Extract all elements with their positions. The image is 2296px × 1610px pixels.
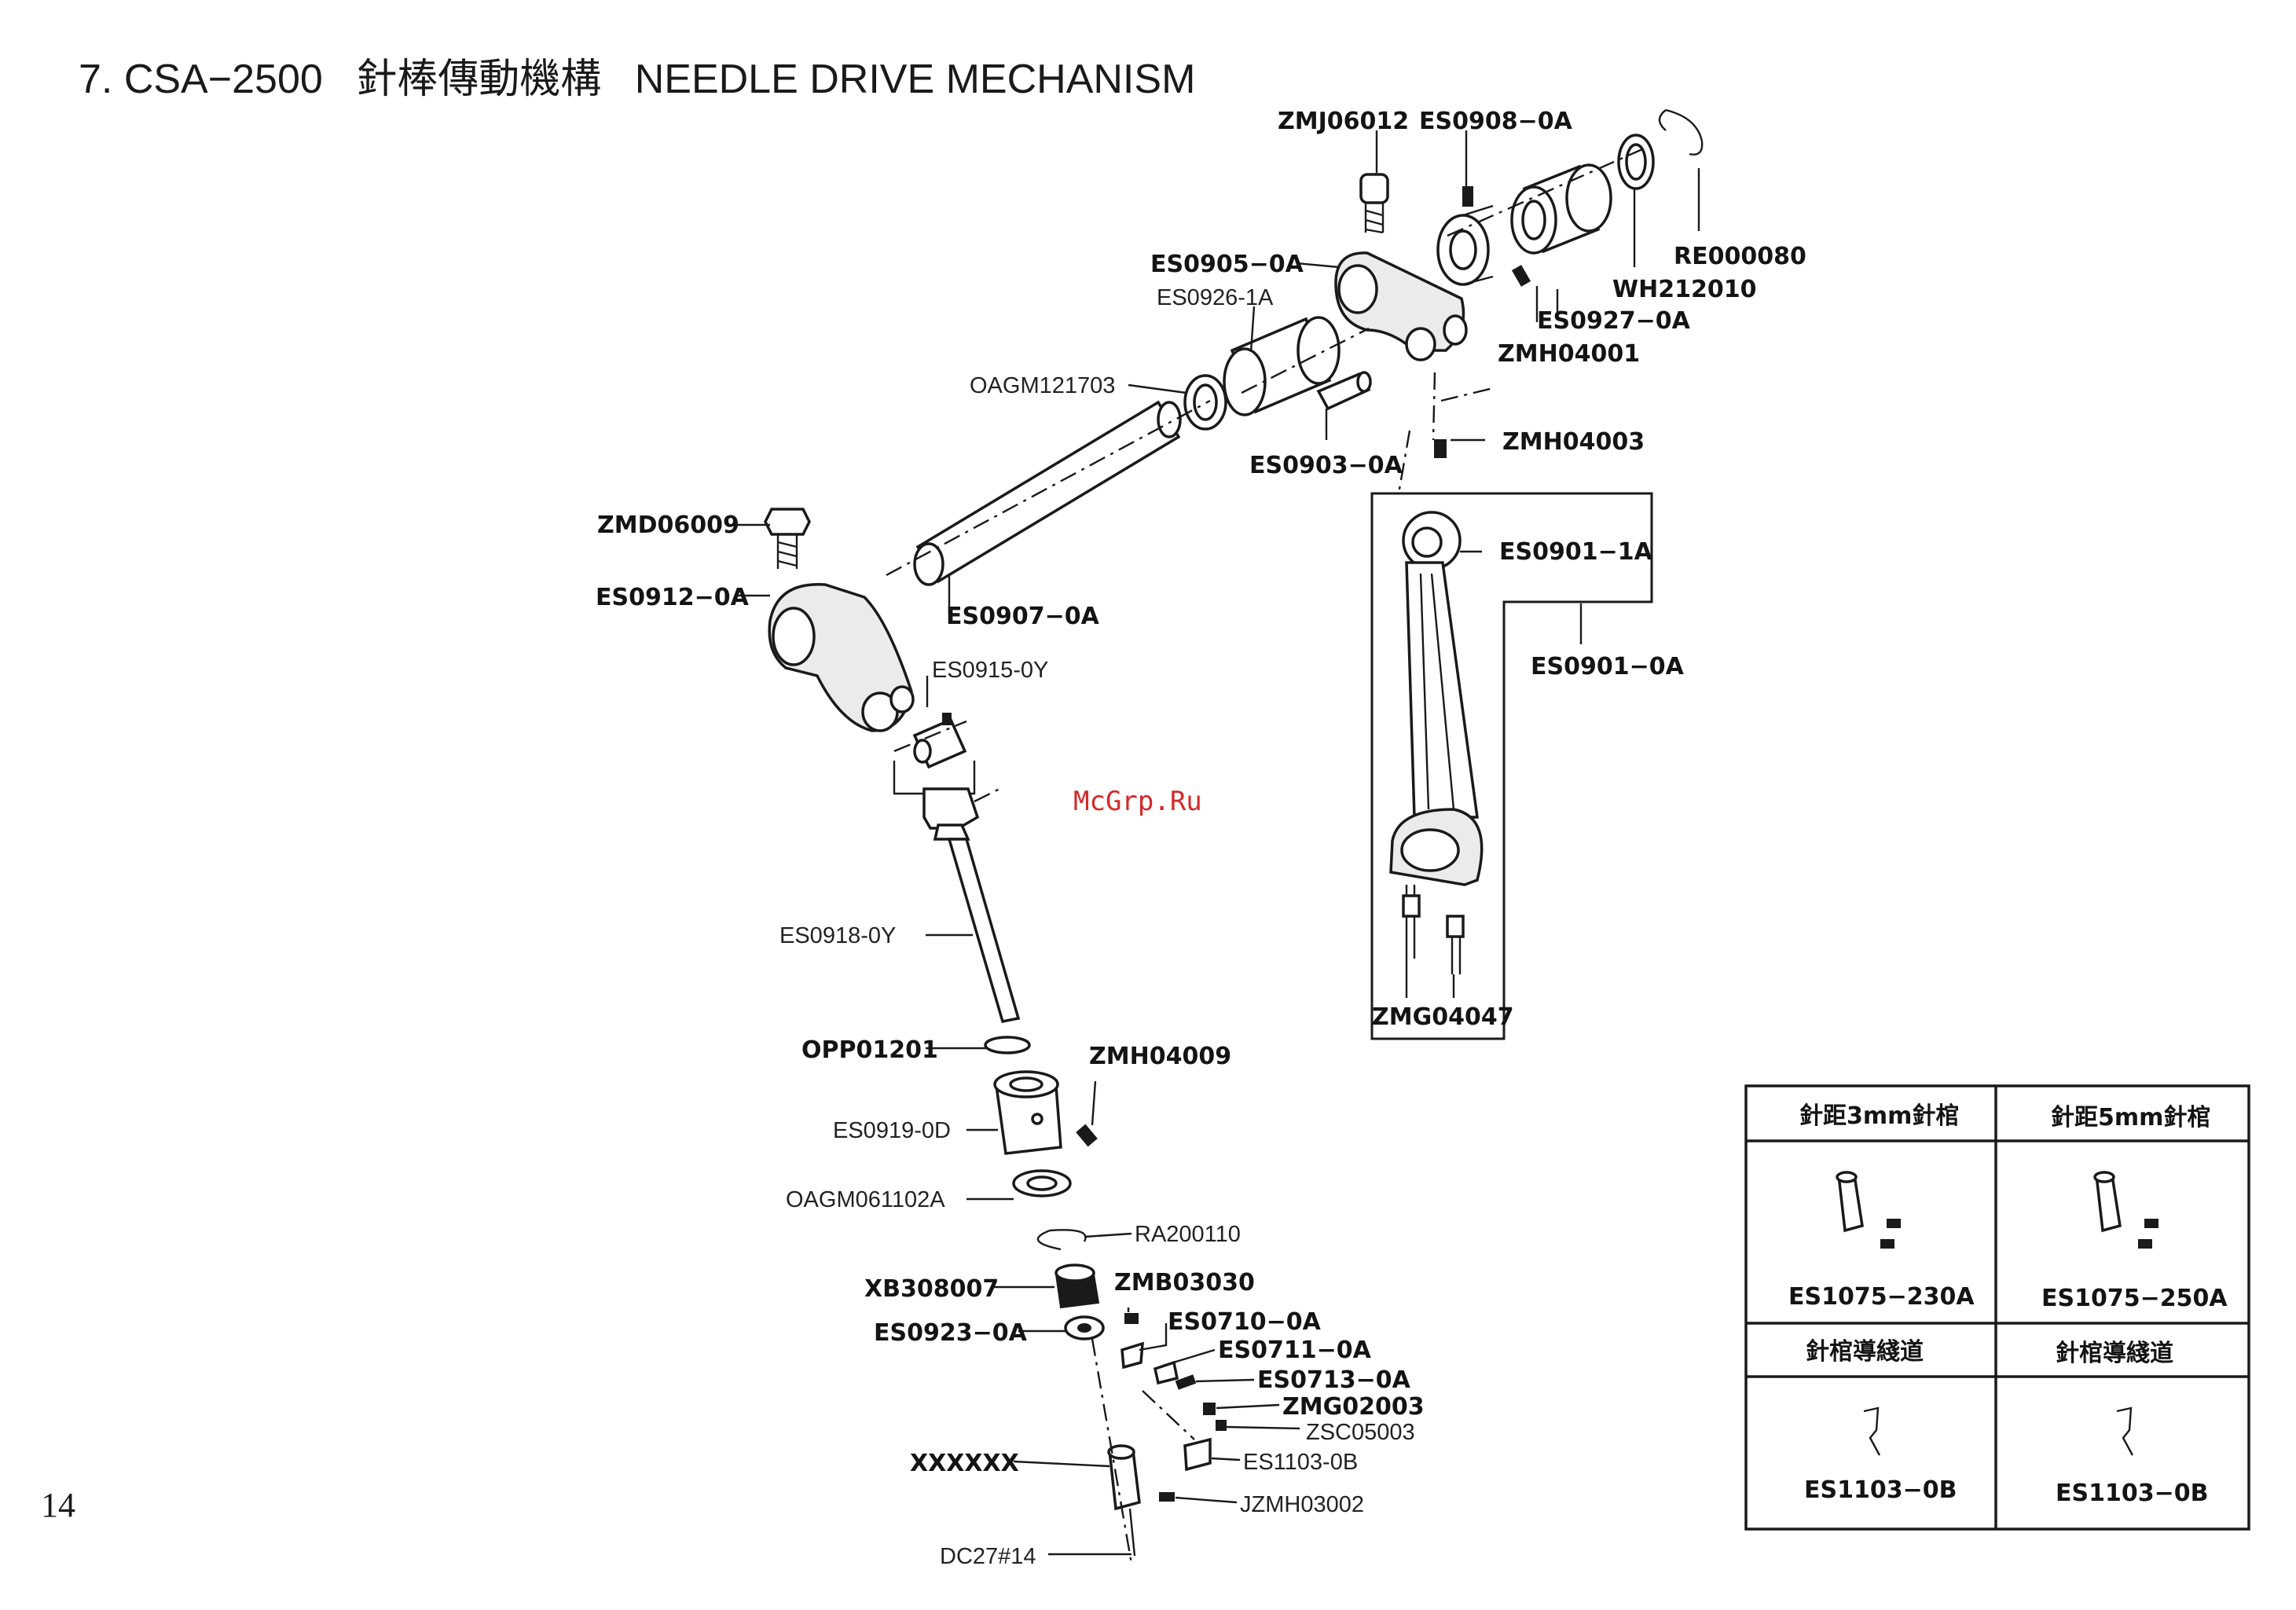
- ring-re000080-drawing: [1658, 108, 1704, 156]
- label-es0923: ES0923−0A: [874, 1319, 1028, 1347]
- label-es0926: ES0926-1A: [1157, 285, 1274, 310]
- label-oagm121703: OAGM121703: [970, 373, 1115, 398]
- table-subheader-right: 針棺導綫道: [2056, 1340, 2173, 1367]
- label-es0919: ES0919-0D: [833, 1118, 951, 1143]
- label-xxxxxx: XXXXXX: [910, 1450, 1019, 1477]
- table-subheader-left: 針棺導綫道: [1806, 1338, 1924, 1366]
- label-zmh04009: ZMH04009: [1089, 1043, 1231, 1070]
- leader-lines: [737, 130, 1700, 1556]
- label-es0915: ES0915-0Y: [932, 658, 1048, 683]
- label-es0908: ES0908−0A: [1419, 108, 1573, 135]
- pin-es0903-drawing: [1316, 371, 1372, 411]
- option-table: 針距3mm針棺 針距5mm針棺 ES1075−230A ES1075−250A …: [1744, 1084, 2250, 1531]
- label-es0927: ES0927−0A: [1537, 307, 1691, 335]
- guide-es1103-drawing: [1183, 1437, 1212, 1472]
- label-zmh04003: ZMH04003: [1502, 428, 1645, 456]
- table-guide-right: ES1103−0B: [2056, 1480, 2208, 1507]
- needle-bar-es0918-drawing: [922, 787, 1021, 1024]
- bushing-es0927-drawing: [1510, 163, 1612, 255]
- collar-es0908-drawing: [1436, 186, 1494, 286]
- table-part-230a: ES1075−230A: [1788, 1283, 1975, 1311]
- label-es0912: ES0912−0A: [596, 584, 750, 611]
- table-guide-left: ES1103−0B: [1804, 1476, 1957, 1504]
- label-es1103: ES1103-0B: [1243, 1450, 1358, 1475]
- label-wh212010: WH212010: [1612, 276, 1756, 303]
- label-jzmh03002: JZMH03002: [1240, 1492, 1364, 1517]
- title-chinese: 針棒傳動機構: [356, 57, 602, 102]
- crank-es0905-drawing: [1334, 251, 1468, 361]
- label-es0907: ES0907−0A: [946, 603, 1100, 630]
- label-zmg04047: ZMG04047: [1372, 1003, 1514, 1031]
- connecting-rod-es0901-drawing: [1389, 439, 1484, 974]
- label-zmg02003: ZMG02003: [1282, 1393, 1425, 1421]
- ring-ra200110-drawing: [1036, 1229, 1087, 1251]
- table-part-250a: ES1075−250A: [2041, 1285, 2228, 1312]
- assembly-frame-es0901: [1370, 492, 1653, 1040]
- label-es0711: ES0711−0A: [1218, 1337, 1372, 1364]
- sleeve-es0926-drawing: [1223, 316, 1341, 416]
- model-number: 7. CSA−2500: [79, 57, 323, 102]
- label-zsc05003: ZSC05003: [1306, 1420, 1415, 1445]
- link-es0915-drawing: [912, 713, 967, 769]
- table-header-5mm: 針距5mm針棺: [2051, 1104, 2210, 1131]
- clamp-250a-drawing: [2093, 1171, 2158, 1249]
- label-ra200110: RA200110: [1135, 1222, 1241, 1247]
- screw-zmj06012-drawing: [1359, 173, 1389, 234]
- label-zmd06009: ZMD06009: [597, 512, 739, 539]
- label-es0918: ES0918-0Y: [779, 923, 896, 948]
- label-es0710: ES0710−0A: [1168, 1308, 1322, 1336]
- label-zmb03030: ZMB03030: [1114, 1269, 1255, 1296]
- shaft-es0907-drawing: [913, 400, 1182, 586]
- label-es0901-0a: ES0901−0A: [1531, 653, 1685, 680]
- crank-es0912-drawing: [768, 582, 915, 732]
- page-number: 14: [41, 1486, 75, 1524]
- label-opp01201: OPP01201: [801, 1036, 938, 1064]
- bolt-zmd06009-drawing: [764, 508, 811, 569]
- guide-right-drawing: [2116, 1406, 2134, 1456]
- table-header-3mm: 針距3mm針棺: [1799, 1102, 1959, 1130]
- label-es0903: ES0903−0A: [1249, 452, 1403, 479]
- label-xb308007: XB308007: [864, 1275, 999, 1303]
- label-re000080: RE000080: [1674, 243, 1806, 270]
- title-english: NEEDLE DRIVE MECHANISM: [634, 57, 1196, 102]
- part-xb308007-drawing: [1054, 1263, 1100, 1309]
- clamp-230a-drawing: [1836, 1171, 1901, 1249]
- label-oagm061102a: OAGM061102A: [786, 1187, 945, 1212]
- label-zmj06012: ZMJ06012: [1278, 108, 1409, 135]
- label-es0905: ES0905−0A: [1150, 251, 1304, 278]
- label-dc27: DC27#14: [940, 1544, 1036, 1569]
- guide-left-drawing: [1863, 1406, 1881, 1456]
- label-es0901-1a: ES0901−1A: [1499, 538, 1653, 566]
- bracket-es0710-drawing: [1120, 1341, 1144, 1370]
- label-es0713: ES0713−0A: [1257, 1366, 1411, 1394]
- page-title: 7. CSA−2500 針棒傳動機構 NEEDLE DRIVE MECHANIS…: [79, 46, 1217, 105]
- bushing-es0919-drawing: [993, 1070, 1062, 1155]
- watermark: McGrp.Ru: [1073, 786, 1202, 817]
- washer-opp01201-drawing: [984, 1036, 1031, 1054]
- clamp-xxxxxx-drawing: [1107, 1444, 1141, 1511]
- label-zmh04001: ZMH04001: [1498, 340, 1640, 368]
